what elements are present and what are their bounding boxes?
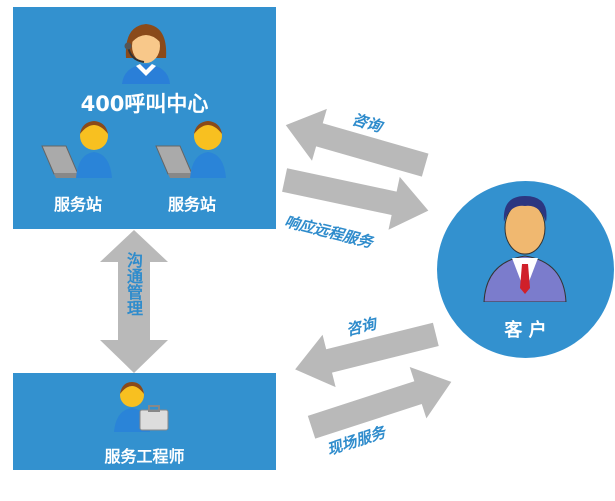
customer-businessman-icon: [483, 196, 567, 302]
operator-headset-icon: [122, 24, 170, 84]
consult-bottom-arrow: [295, 322, 439, 388]
management-double-arrow: [100, 230, 168, 373]
service-station-1-label: 服务站: [53, 195, 102, 214]
management-label: 沟通管理: [124, 252, 143, 316]
service-station-2-icon: [155, 121, 226, 178]
engineer-briefcase-icon: [114, 382, 169, 432]
remote-service-arrow: [282, 168, 429, 230]
onsite-service-arrow: [307, 366, 452, 439]
call-center-title: 400呼叫中心: [80, 92, 209, 116]
service-station-2-label: 服务站: [167, 195, 216, 214]
engineer-label: 服务工程师: [104, 447, 185, 466]
consult-top-arrow: [285, 108, 429, 177]
customer-label: 客 户: [504, 320, 547, 341]
service-station-1-icon: [41, 121, 112, 178]
